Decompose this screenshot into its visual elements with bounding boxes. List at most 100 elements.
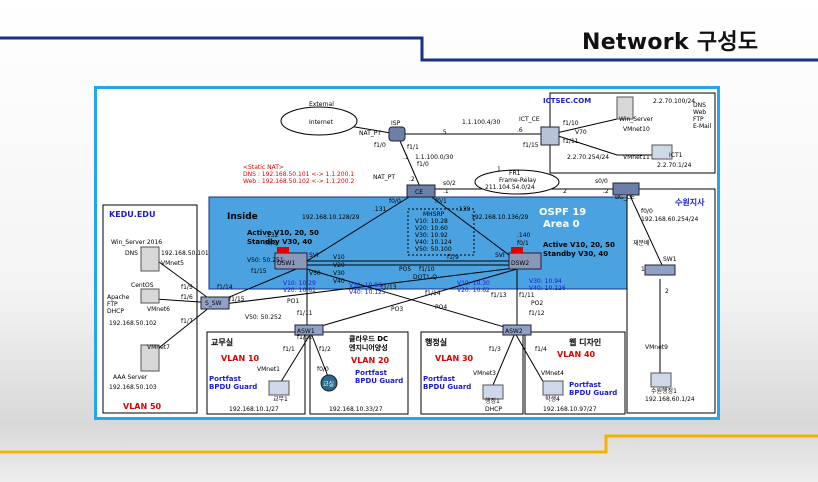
sw1-switch[interactable] [644, 264, 676, 276]
asw1-switch[interactable] [294, 324, 324, 336]
f11-label: f1/1 [283, 346, 295, 353]
win-top-server[interactable] [616, 96, 634, 120]
f111-a-label: f1/11 [297, 310, 313, 317]
f19-label: f1/9 [447, 254, 459, 261]
dot140-label: .140 [517, 232, 531, 239]
dsw1-switch[interactable] [274, 252, 308, 270]
v40-125-l: V40: 10.125 [349, 289, 386, 296]
v10-29: V10: 10.29 [283, 280, 316, 287]
f16-label: f1/6 [181, 294, 193, 301]
f15-label: f1/5 [181, 284, 193, 291]
dot1q-label: DOT1-Q [413, 274, 437, 281]
suwon-pc[interactable] [650, 372, 672, 388]
v30-94: V30: 10.94 [529, 278, 562, 285]
f114-b-label: f1/14 [425, 290, 441, 297]
bgce-router[interactable] [612, 182, 640, 196]
fr-link-label: FR1 [509, 170, 521, 177]
dsw2-switch[interactable] [508, 252, 542, 270]
win2016-ip: 192.168.50.101 [161, 250, 209, 257]
v50-252-label: V50: 50.252 [245, 314, 282, 321]
jaebun-label: 재분배 [633, 239, 650, 247]
aaa-server[interactable] [140, 344, 160, 372]
ce-f01-label: f0/1 [435, 198, 447, 205]
hj-pc[interactable] [482, 384, 504, 400]
po3-label: PO3 [391, 306, 403, 313]
bpdu-1: BPDU Guard [209, 383, 257, 391]
isp-router[interactable] [388, 126, 406, 142]
ce-router[interactable] [406, 184, 436, 198]
static-nat-dns: DNS : 192.168.50.101 <-> 1.1.200.1 [243, 171, 354, 178]
v20-tag: V20 [333, 262, 345, 269]
fr-s02-label: s0/2 [443, 180, 456, 187]
vmnet11-label: VMnet11 [623, 154, 650, 161]
svi-l-label: SVI [309, 252, 319, 259]
email-service: E-Mail [693, 123, 711, 130]
gyomu-pc[interactable] [268, 380, 290, 396]
portfast-1: Portfast [209, 375, 242, 383]
page-title: Network 구성도 [582, 30, 759, 55]
active-right: Active V10, 20, 50 [543, 241, 615, 249]
v10-tag: V10 [333, 254, 345, 261]
ictce-f111-label: f1/11 [563, 138, 579, 145]
win2016-server[interactable] [140, 246, 160, 272]
v10-30: V10: 10.30 [457, 280, 490, 287]
v50-251-label: V50: 50.251 [247, 257, 284, 264]
dsw-net-right: 192.168.10.136/29 [471, 214, 529, 221]
svi-r-label: SVI [495, 252, 505, 259]
vmnet1-label: VMnet1 [257, 366, 280, 373]
win-top-ip: 2.2.70.100/24 [653, 98, 695, 105]
footer-line [0, 434, 818, 454]
ssw-label: S_SW [205, 300, 222, 307]
nat-pt-ce: NAT_PT [373, 174, 395, 181]
ictce-router[interactable] [540, 126, 560, 146]
ssw-switch[interactable] [200, 296, 230, 310]
aaa-ip: 192.168.50.103 [109, 384, 157, 391]
centos-server[interactable] [140, 288, 160, 304]
hj-pc-label: 행정1 [485, 397, 500, 405]
ce-f10-label: f1/0 [417, 161, 429, 168]
gyomu-net: 192.168.10.1/27 [229, 406, 279, 413]
frame-relay-cloud [474, 169, 560, 195]
fr-two-label: 2 [563, 188, 567, 195]
po5-label: PO5 [399, 266, 411, 273]
asw1-label: ASW1 [297, 328, 315, 335]
dsw1-label: DSW1 [277, 260, 295, 267]
f12-label: f1/2 [319, 346, 331, 353]
f114-a-label: f1/14 [217, 284, 233, 291]
suwon-pc-label: 수원행정1 [651, 387, 677, 395]
ictce-f15-label: f1/15 [523, 142, 539, 149]
fr-dot2-label: .2 [603, 188, 609, 195]
ictsec-title: ICTSEC.COM [543, 97, 591, 105]
web-title: 웹 디자인 [569, 337, 601, 347]
web-pc-label: 학생4 [545, 395, 560, 403]
dot6-label: .6 [517, 127, 523, 134]
dot131-label: .131 [373, 206, 387, 213]
fr-s00-label: s0/0 [595, 178, 608, 185]
dot5-label: .5 [441, 129, 447, 136]
web-net: 192.168.10.97/27 [543, 406, 597, 413]
suwon-f00: f0/0 [641, 208, 653, 215]
ictce-label: ICT_CE [519, 116, 540, 123]
vlan20-title: VLAN 20 [351, 356, 390, 365]
v20-61: V20: 10.61 [283, 287, 316, 294]
web-pc[interactable] [542, 380, 564, 396]
dsw1-tag [277, 247, 289, 253]
vlan40-title: VLAN 40 [557, 350, 596, 359]
f115-b-label: f1/15 [229, 296, 245, 303]
isp-f10-label: f1/0 [374, 142, 386, 149]
cloud-router[interactable] [320, 374, 338, 392]
mhsrp-v40: V40: 10.124 [415, 239, 452, 246]
cloud-region [309, 331, 409, 415]
centos-label: CentOS [131, 282, 154, 289]
bpdu-3: BPDU Guard [423, 383, 471, 391]
static-nat-title: <Static NAT> [243, 164, 284, 171]
dot139-label: .139 [457, 206, 471, 213]
f113-a-label: f1/13 [381, 284, 397, 291]
ict1-pc[interactable] [651, 144, 673, 160]
dhcp-tag: DHCP [107, 308, 124, 315]
asw2-label: ASW2 [505, 328, 523, 335]
asw2-switch[interactable] [502, 324, 532, 336]
suwon-title: 수원지사 [675, 197, 705, 207]
portfast-3: Portfast [423, 375, 456, 383]
v30-tag: V30 [333, 270, 345, 277]
